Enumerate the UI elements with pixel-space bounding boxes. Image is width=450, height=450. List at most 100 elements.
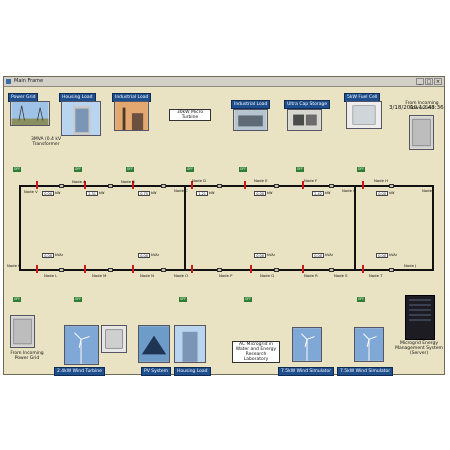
off-button[interactable]: OFF <box>126 167 134 172</box>
power-meter: 0.00 kVAr <box>312 253 334 265</box>
feeder-tick <box>84 265 86 273</box>
off-button[interactable]: OFF <box>74 167 82 172</box>
off-button[interactable]: OFF <box>357 297 365 302</box>
maximize-button[interactable]: □ <box>425 78 433 85</box>
feeder-tick <box>302 265 304 273</box>
incoming-cabinet-bottom-photo <box>10 315 35 348</box>
kw-value: 2.31 <box>86 191 98 196</box>
label-wind-sim-1: 7.5kW Wind Simulator <box>278 367 335 376</box>
feeder-tick <box>191 265 193 273</box>
node-label: Node O <box>174 273 189 278</box>
label-wind-turbine: 2.4kW Wind Turbine <box>54 367 105 376</box>
label-housing-load-2: Housing Load <box>174 367 211 376</box>
node-label: Node N <box>140 273 154 278</box>
off-button[interactable]: OFF <box>296 167 304 172</box>
breaker-switch[interactable] <box>329 268 334 272</box>
node-label: Node T <box>369 273 383 278</box>
off-button[interactable]: OFF <box>179 297 187 302</box>
kvar-value: 0.00 <box>254 253 266 258</box>
kw-unit: kW <box>389 191 395 195</box>
node-label: Node B <box>121 179 135 184</box>
close-button[interactable]: × <box>434 78 442 85</box>
industrial-load-photo <box>114 101 149 131</box>
breaker-switch[interactable] <box>217 268 222 272</box>
breaker-switch[interactable] <box>59 184 64 188</box>
feeder-tick <box>244 181 246 189</box>
breaker-switch[interactable] <box>389 268 394 272</box>
bottom-bus-line <box>19 269 434 271</box>
ultra-cap-photo <box>287 109 322 131</box>
kvar-unit: kVAr <box>267 253 276 257</box>
housing-load-photo <box>61 101 101 136</box>
power-meter: 0.75 kW <box>138 191 158 203</box>
feeder-tick <box>362 265 364 273</box>
kvar-value: 0.00 <box>376 253 388 258</box>
kw-unit: kW <box>267 191 273 195</box>
kw-unit: kW <box>325 191 331 195</box>
off-button[interactable]: OFF <box>74 297 82 302</box>
kvar-value: 0.00 <box>312 253 324 258</box>
industrial-load-2-photo <box>233 109 268 131</box>
feeder-tick <box>191 181 193 189</box>
power-meter: 0.00 kVAr <box>376 253 397 265</box>
datetime-display: 3/18/2010 12:48:36 <box>389 105 444 111</box>
off-button[interactable]: OFF <box>13 297 21 302</box>
ems-label: Microgrid Energy Management System (Serv… <box>395 341 443 356</box>
kw-unit: kW <box>55 191 61 195</box>
node-label: Node J <box>404 263 417 268</box>
node-label: Node M <box>92 273 107 278</box>
feeder-tick <box>132 181 134 189</box>
label-pv-system: PV System <box>141 367 172 376</box>
kvar-unit: kVAr <box>55 253 64 257</box>
node-label: Node K <box>7 263 21 268</box>
incoming-grid-top-label: From Incoming Power Grid <box>405 101 439 111</box>
breaker-switch[interactable] <box>108 184 113 188</box>
kw-value: 0.00 <box>376 191 388 196</box>
feeder-tick <box>36 181 38 189</box>
off-button[interactable]: OFF <box>186 167 194 172</box>
power-meter: 0.00 kW <box>254 191 274 203</box>
top-bus-line <box>19 185 434 187</box>
minimize-button[interactable]: _ <box>416 78 424 85</box>
right-inner-bus-link <box>354 185 356 271</box>
breaker-switch[interactable] <box>329 184 334 188</box>
power-meter: 1.21 kW <box>196 191 216 203</box>
off-button[interactable]: OFF <box>357 167 365 172</box>
off-button[interactable]: OFF <box>13 167 21 172</box>
kw-value: 1.21 <box>196 191 208 196</box>
kw-value: 0.00 <box>42 191 54 196</box>
kw-unit: kW <box>151 191 157 195</box>
transformer-label: 3MVA (0.4 kV Transformer <box>30 137 62 147</box>
ac-microgrid-label: AC Microgrid in Water and Energy Researc… <box>232 341 280 363</box>
main-frame-window: Main Frame _ □ × 3/18/2010 12:48:36 Powe… <box>3 76 445 376</box>
breaker-switch[interactable] <box>274 184 279 188</box>
off-button[interactable]: OFF <box>244 297 252 302</box>
kvar-unit: kVAr <box>151 253 160 257</box>
power-meter: 0.00 kVAr <box>42 253 64 265</box>
wind-sim-1-photo <box>292 327 322 362</box>
microgrid-diagram: 3/18/2010 12:48:36 Power Grid Housing Lo… <box>4 87 444 376</box>
app-icon <box>6 79 11 84</box>
node-label: Node L <box>44 273 58 278</box>
breaker-switch[interactable] <box>108 268 113 272</box>
off-button[interactable]: OFF <box>239 167 247 172</box>
feeder-tick <box>302 181 304 189</box>
power-meter: 0.00 kW <box>376 191 396 203</box>
node-label: Node S <box>334 273 348 278</box>
kvar-unit: kVAr <box>325 253 334 257</box>
wind-sim-2-photo <box>354 327 384 362</box>
breaker-switch[interactable] <box>389 184 394 188</box>
power-meter: 0.00 kVAr <box>138 253 160 265</box>
server-icon <box>405 295 435 340</box>
incoming-grid-bottom-label: From Incoming Power Grid <box>10 351 44 361</box>
breaker-switch[interactable] <box>59 268 64 272</box>
breaker-switch[interactable] <box>161 268 166 272</box>
breaker-switch[interactable] <box>274 268 279 272</box>
window-title: Main Frame <box>14 78 44 84</box>
feeder-tick <box>84 181 86 189</box>
breaker-switch[interactable] <box>217 184 222 188</box>
breaker-switch[interactable] <box>161 184 166 188</box>
pv-system-photo <box>138 325 170 363</box>
kw-unit: kW <box>99 191 105 195</box>
node-label: Node G <box>342 188 357 193</box>
